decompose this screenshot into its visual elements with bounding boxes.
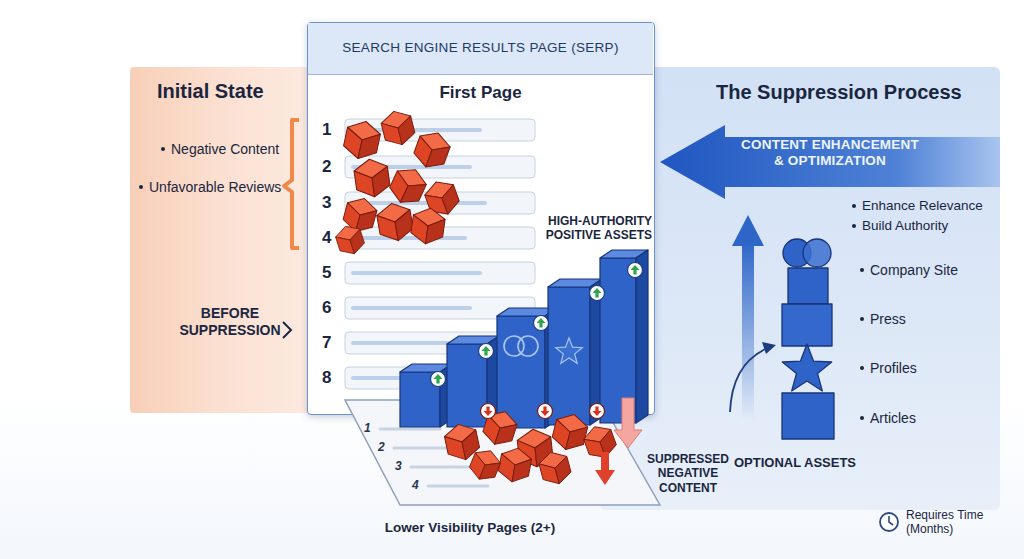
bullet-item: Enhance Relevance	[862, 198, 983, 214]
clock-icon	[880, 513, 898, 531]
rank-number: 8	[322, 368, 331, 388]
bullet-item: Build Authority	[862, 218, 948, 234]
page-number: 1	[364, 421, 371, 435]
page-number: 3	[395, 459, 402, 473]
page-caption: Lower Visibility Pages (2+)	[360, 520, 580, 536]
asset-label: Company Site	[870, 262, 958, 279]
rank-number: 2	[322, 157, 331, 177]
rank-number: 5	[322, 263, 331, 283]
bullet-item: Unfavorable Reviews	[149, 179, 281, 196]
page-number: 2	[378, 440, 385, 454]
group-label: OPTIONAL ASSETS	[715, 455, 875, 471]
process-arrow: CONTENT ENHANCEMENT & OPTIMIZATION	[660, 125, 1000, 199]
page-number: 4	[412, 478, 419, 492]
stage-label: BEFORE SUPPRESSION	[171, 305, 289, 339]
time-note: Requires Time (Months)	[906, 508, 990, 537]
rank-number: 4	[322, 228, 331, 248]
rank-number: 3	[322, 193, 331, 213]
suppression-panel: The Suppression ProcessEnhance Relevance…	[600, 67, 1000, 510]
lower-page: Lower Visibility Pages (2+)	[330, 398, 670, 546]
arrow-label: CONTENT ENHANCEMENT & OPTIMIZATION	[738, 137, 922, 169]
rank-number: 1	[322, 120, 331, 140]
window-header: SEARCH ENGINE RESULTS PAGE (SERP)	[308, 23, 653, 75]
initial-state-panel: Initial StateNegative ContentUnfavorable…	[130, 67, 330, 413]
page-heading: First Page	[308, 83, 653, 103]
bullet-item: Negative Content	[171, 141, 279, 158]
callout-label: SUPPRESSED NEGATIVE CONTENT	[642, 452, 734, 495]
asset-label: Profiles	[870, 360, 917, 377]
panel-heading: Initial State	[157, 79, 264, 103]
rank-number: 6	[322, 298, 331, 318]
clock-hands	[889, 516, 893, 525]
asset-label: Press	[870, 311, 906, 328]
panel-heading: The Suppression Process	[716, 80, 962, 104]
arrow-body	[660, 125, 1000, 199]
callout-label: HIGH-AUTHORITY POSITIVE ASSETS	[530, 214, 652, 243]
rank-number: 7	[322, 333, 331, 353]
asset-label: Articles	[870, 410, 916, 427]
